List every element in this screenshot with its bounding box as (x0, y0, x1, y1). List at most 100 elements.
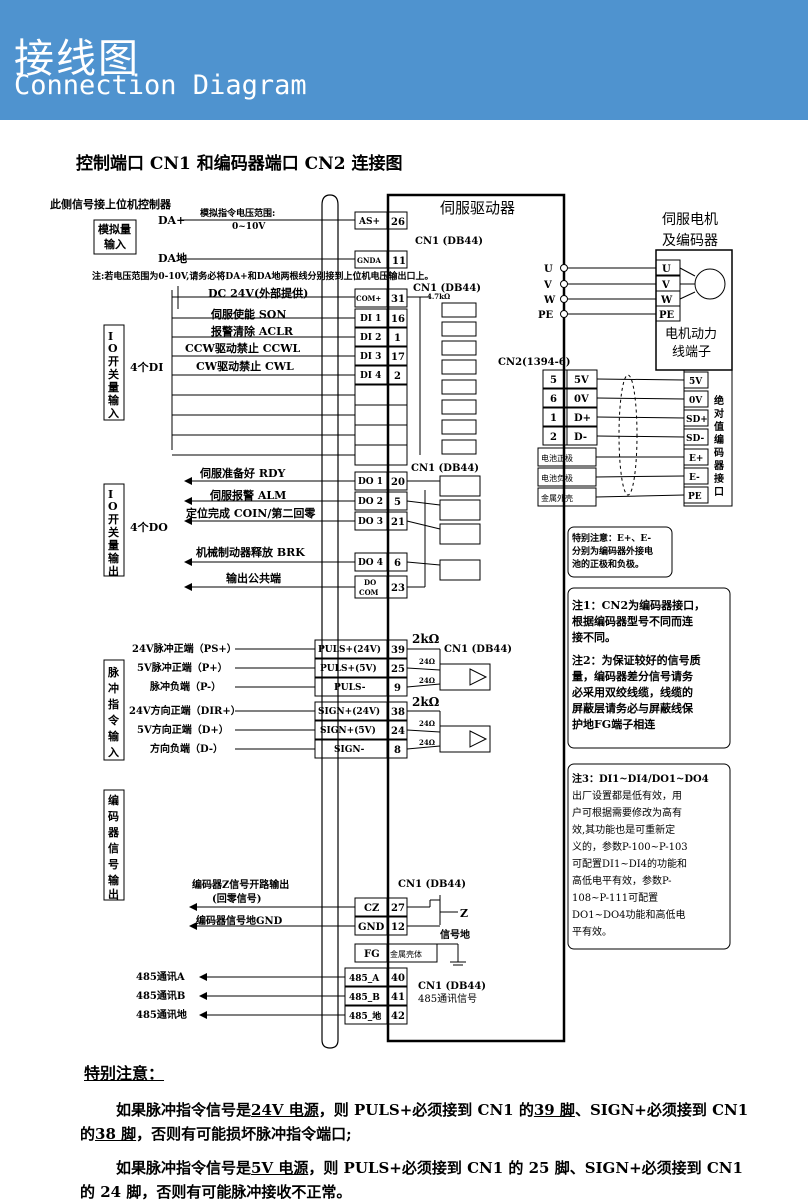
dc24-label: DC 24V(外部提供) (208, 286, 308, 300)
diagram-heading: 控制端口 CN1 和编码器端口 CN2 连接图 (76, 154, 403, 174)
pin-2: 2 (394, 371, 401, 382)
drive-w: W (543, 295, 556, 306)
cn1-db44-c: CN1 (DB44) (411, 463, 479, 474)
notes-title: 特别注意： (84, 1064, 165, 1083)
enc-z2-label: (回零信号) (212, 892, 261, 905)
four-do-label: 4个DO (130, 520, 168, 534)
pin-27: 27 (391, 903, 405, 914)
pin-com-plus: COM+ (356, 294, 381, 303)
pin-42: 42 (391, 1011, 405, 1022)
pin-24: 24 (391, 726, 405, 737)
motor-v: V (661, 280, 670, 291)
enc-pe: PE (688, 492, 702, 502)
pin-sign24: SIGN+(24V) (318, 706, 380, 717)
enc-sdminus: SD- (686, 434, 704, 444)
cn1-db44-b: CN1 (DB44) (413, 283, 481, 294)
range-label: 模拟指令电压范围: (200, 207, 275, 219)
cn1-db44-e: CN1 (DB44) (398, 879, 466, 890)
cn2-sig-5v: 5V (574, 375, 589, 386)
pin-11: 11 (392, 256, 406, 267)
analog-note: 注:若电压范围为0-10V,请务必将DA+和DA地两根线分别接到上位机电压输出口… (92, 270, 434, 282)
connection-diagram: 此侧信号接上位机控制器 DA+ 模拟指令电压范围: 0~10V DA地 注:若电… (50, 193, 733, 1049)
pin-25: 25 (391, 664, 405, 675)
drive-title: 伺服驱动器 (440, 199, 515, 217)
pin-6: 6 (394, 558, 401, 569)
out-common-label: 输出公共端 (226, 571, 281, 585)
header-banner: 接线图 Connection Diagram (0, 0, 808, 120)
pin-485b: 485_B (349, 993, 380, 1003)
pin-485a: 485_A (349, 974, 380, 984)
batt-pos: 电池正极 (541, 453, 573, 463)
note-24v: 如果脉冲指令信号是24V 电源，则 PULS+必须接到 CN1 的39 脚、SI… (80, 1101, 749, 1143)
pin-fg: FG (364, 949, 380, 960)
pin-21: 21 (391, 517, 405, 528)
p24-label: 24V脉冲正端（PS+） (132, 642, 237, 655)
motor-pe: PE (659, 310, 675, 321)
pin-1: 1 (394, 333, 401, 344)
ccwl-label: CCW驱动禁止 CCWL (185, 341, 301, 355)
enc-0v: 0V (689, 396, 703, 406)
pin-do2: DO 2 (358, 497, 383, 507)
pin-gnd: GND (358, 922, 385, 933)
cn2-pin-5: 5 (550, 375, 557, 386)
d5-label: 5V方向正端（D+） (137, 723, 229, 736)
da-gnd-label: DA地 (158, 251, 187, 265)
motor-w: W (660, 295, 673, 306)
enc-5v: 5V (689, 377, 703, 387)
motor-title2: 及编码器 (662, 233, 718, 249)
ohm-24-c: 24Ω (419, 719, 435, 728)
servo-drive-frame (386, 193, 566, 1043)
pin-do3: DO 3 (358, 517, 383, 527)
res-47k: 4.7kΩ (427, 292, 450, 301)
pin-di4: DI 4 (360, 371, 381, 381)
da-plus-label: DA+ (158, 214, 185, 227)
motor-title1: 伺服电机 (662, 212, 718, 228)
cn2-sig-dplus: D+ (574, 413, 591, 424)
pin-31: 31 (391, 294, 405, 305)
son-label: 伺服使能 SON (210, 307, 286, 321)
motor-power2: 线端子 (672, 345, 711, 360)
pin-docom2: COM (359, 588, 379, 597)
pin-16: 16 (391, 314, 405, 325)
note-battery: 特别注意：E+、E-分别为编码器外接电池的正极和负极。 (572, 532, 653, 570)
cable-bundle (321, 194, 339, 1049)
ohm-24-b: 24Ω (419, 676, 435, 685)
alm-label: 伺服报警 ALM (209, 488, 286, 502)
pin-docom1: DO (364, 578, 376, 587)
pin-di2: DI 2 (360, 333, 381, 343)
motor-icon (694, 268, 726, 300)
pin-485g: 485_地 (349, 1010, 381, 1022)
pin-di1: DI 1 (360, 314, 381, 324)
cn2-label: CN2(1394-6) (498, 357, 570, 368)
upper-controller-label: 此侧信号接上位机控制器 (50, 197, 172, 211)
d24-label: 24V方向正端（DIR+） (129, 704, 241, 717)
pin-20: 20 (391, 477, 405, 488)
drive-v: V (543, 280, 552, 291)
pin-puls5: PULS+(5V) (320, 663, 377, 674)
cn2-sig-0v: 0V (574, 394, 589, 405)
analog-box-line2: 输入 (104, 237, 126, 251)
cn1-db44-d: CN1 (DB44) (444, 644, 512, 655)
pin-gnda: GNDA (357, 256, 381, 265)
metal-shell: 金属外壳 (541, 493, 573, 503)
pin-17: 17 (391, 352, 405, 363)
ohm-2k-a: 2kΩ (412, 632, 440, 646)
pin-as-plus: AS+ (358, 217, 380, 227)
banner-title-en: Connection Diagram (14, 70, 307, 101)
abs-encoder-label: 绝对值编码器接口 (713, 394, 725, 498)
pin-41: 41 (391, 992, 405, 1003)
drive-u: U (544, 264, 553, 275)
enc-z1-label: 编码器Z信号开路输出 (192, 878, 289, 891)
brk-label: 机械制动器释放 BRK (196, 545, 305, 559)
enc-box: 编码器信号输出 (107, 793, 120, 901)
z-out: Z (460, 907, 468, 920)
rdy-label: 伺服准备好 RDY (199, 466, 286, 480)
pin-12: 12 (391, 922, 405, 933)
pin-26: 26 (391, 217, 405, 228)
pin-8: 8 (394, 745, 401, 756)
pin-39: 39 (391, 645, 405, 656)
pin-do4: DO 4 (358, 558, 383, 568)
batt-neg: 电池负极 (541, 473, 573, 483)
